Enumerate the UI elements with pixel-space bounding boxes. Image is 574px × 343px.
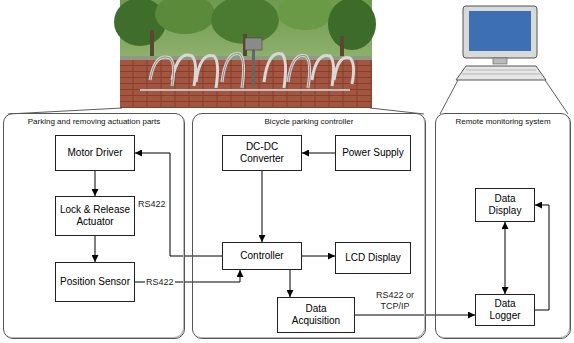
box-label: Lock & Release Actuator <box>59 204 131 228</box>
process-box: Lock & Release Actuator <box>55 196 135 236</box>
signal-label: RS422 <box>145 277 175 288</box>
group-panel: Remote monitoring systemData DisplayData… <box>435 113 571 339</box>
connector-arrow <box>262 171 263 242</box>
parking-photo <box>114 0 376 108</box>
connector-arrow <box>535 205 549 310</box>
box-label: Data Acquisition <box>281 303 351 327</box>
signal-label: RS422 or TCP/IP <box>370 290 420 312</box>
zoom-lines <box>8 80 568 114</box>
connector-arrow <box>302 256 335 257</box>
panel-title: Bicycle parking controller <box>197 117 421 127</box>
connector-arrow <box>290 270 291 297</box>
process-box: Power Supply <box>335 135 411 171</box>
connector-arrow <box>355 315 475 316</box>
process-box: Data Display <box>475 188 535 222</box>
connector-arrow <box>95 171 96 196</box>
box-label: LCD Display <box>345 252 401 264</box>
connector-arrow <box>302 153 335 154</box>
box-label: Data Logger <box>479 298 531 322</box>
process-box: DC-DC Converter <box>222 135 302 171</box>
computer-icon <box>456 6 546 80</box>
process-box: Controller <box>222 242 302 270</box>
process-box: LCD Display <box>335 242 411 274</box>
panel-title: Remote monitoring system <box>440 117 566 127</box>
box-label: Data Display <box>479 193 531 217</box>
box-label: Position Sensor <box>60 276 130 288</box>
panel-title: Parking and removing actuation parts <box>8 117 180 127</box>
signal-label: RS422 <box>137 199 167 210</box>
box-label: Power Supply <box>342 147 404 159</box>
connector-arrow <box>135 153 222 256</box>
process-box: Motor Driver <box>55 135 135 171</box>
box-label: DC-DC Converter <box>226 141 298 165</box>
process-box: Data Logger <box>475 294 535 326</box>
box-label: Motor Driver <box>67 147 122 159</box>
process-box: Data Acquisition <box>277 297 355 333</box>
connector-arrow <box>505 222 506 294</box>
connector-arrow <box>95 236 96 262</box>
box-label: Controller <box>240 250 283 262</box>
process-box: Position Sensor <box>55 262 135 302</box>
group-panel: Parking and removing actuation partsMoto… <box>3 113 185 339</box>
